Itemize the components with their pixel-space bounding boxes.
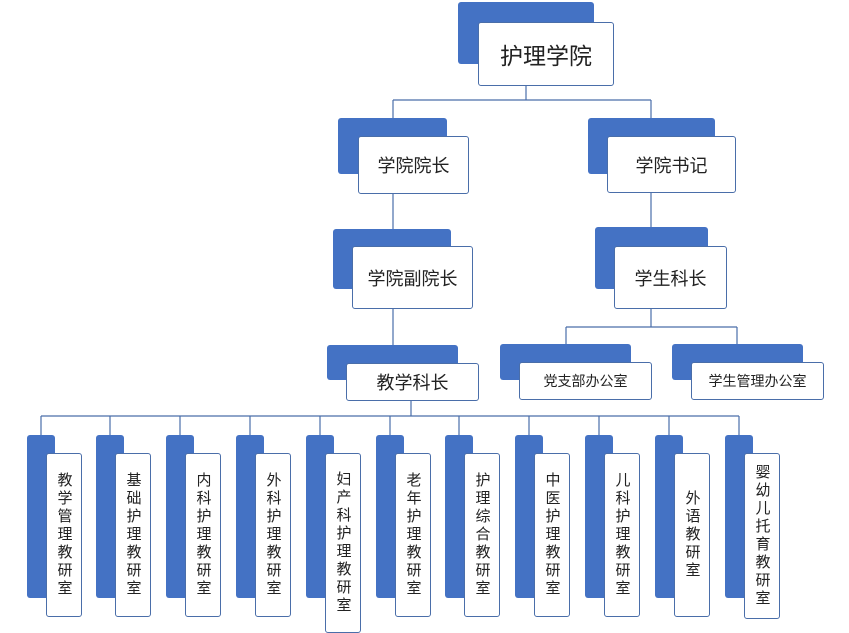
node-teaching-office-label: 基础护理教研室 — [124, 472, 143, 598]
node-teaching-office-label: 中医护理教研室 — [543, 472, 562, 598]
node-party-branch-office-label: 党支部办公室 — [543, 374, 628, 390]
node-teaching-office-label: 教学管理教研室 — [55, 472, 74, 598]
node-teaching-office-label: 婴幼儿托育教研室 — [753, 464, 772, 608]
node-student-section-chief-label: 学生科长 — [634, 268, 707, 290]
node-secretary-label: 学院书记 — [635, 155, 708, 177]
node-student-management-office-label: 学生管理办公室 — [708, 374, 807, 390]
node-teaching-office-label: 外语教研室 — [683, 490, 702, 580]
node-teaching-office-label: 老年护理教研室 — [404, 472, 423, 598]
node-teaching-office-label: 护理综合教研室 — [473, 472, 492, 598]
node-teaching-section-chief-label: 教学科长 — [376, 373, 449, 394]
node-teaching-office-label: 妇产科护理教研室 — [334, 471, 353, 615]
node-teaching-office-label: 外科护理教研室 — [264, 472, 283, 598]
node-teaching-office-label: 儿科护理教研室 — [613, 472, 632, 598]
node-root-label: 护理学院 — [500, 44, 592, 70]
node-teaching-office-label: 内科护理教研室 — [194, 472, 213, 598]
node-dean-label: 学院院长 — [377, 156, 450, 177]
node-vice-dean-label: 学院副院长 — [367, 268, 458, 290]
